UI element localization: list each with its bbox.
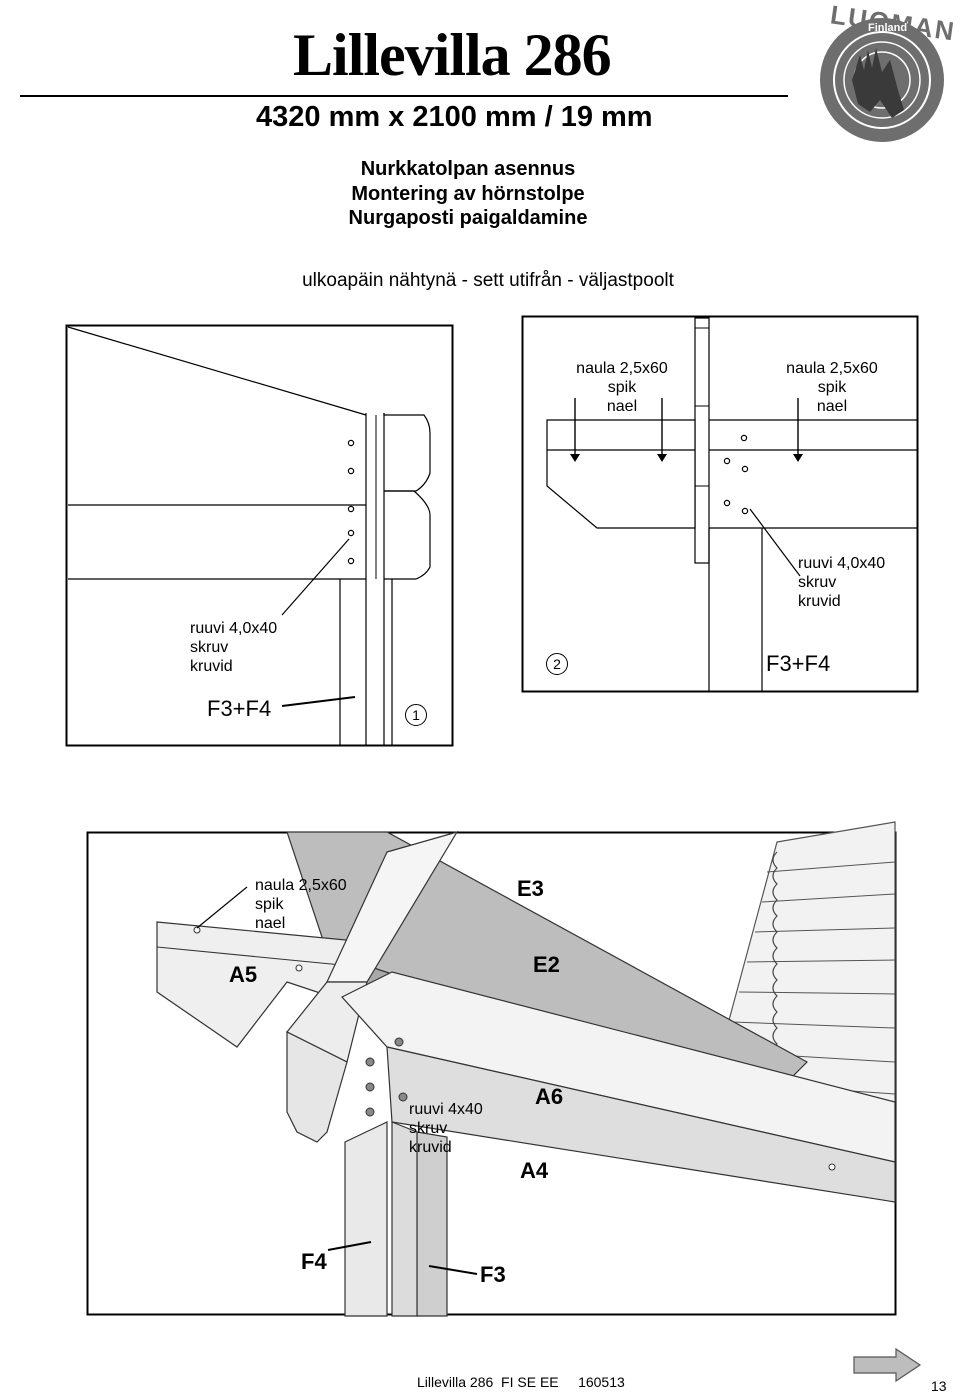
part-label-f3: F3 bbox=[480, 1262, 506, 1287]
title-rule bbox=[20, 95, 788, 97]
part-label-e3: E3 bbox=[517, 876, 544, 901]
page-title: Lillevilla 286 bbox=[293, 22, 612, 88]
footer-doc-info: Lillevilla 286 FI SE EE 160513 bbox=[417, 1374, 625, 1390]
heading-se: Montering av hörnstolpe bbox=[351, 183, 585, 205]
step-number-2: 2 bbox=[546, 653, 568, 675]
part-label-e2: E2 bbox=[533, 952, 560, 977]
step-number-1: 1 bbox=[405, 704, 427, 726]
part-label-f4: F4 bbox=[301, 1249, 327, 1274]
part-label-a4: A4 bbox=[520, 1158, 549, 1183]
dimensions-subtitle: 4320 mm x 2100 mm / 19 mm bbox=[256, 101, 653, 133]
luoman-logo: LUOMAN Finland bbox=[812, 0, 958, 155]
view-note: ulkoapäin nähtynä - sett utifrån - välja… bbox=[302, 270, 674, 291]
part-label-a6: A6 bbox=[535, 1084, 564, 1109]
heading-fi: Nurkkatolpan asennus bbox=[360, 158, 576, 180]
heading-ee: Nurgaposti paigaldamine bbox=[348, 207, 588, 229]
posts-label-fig2: F3+F4 bbox=[766, 651, 831, 676]
page-number: 13 bbox=[931, 1378, 947, 1394]
arrow-right-icon[interactable] bbox=[852, 1347, 922, 1383]
part-label-a5: A5 bbox=[229, 962, 258, 987]
logo-country: Finland bbox=[868, 22, 908, 34]
posts-label-fig1: F3+F4 bbox=[207, 696, 272, 721]
